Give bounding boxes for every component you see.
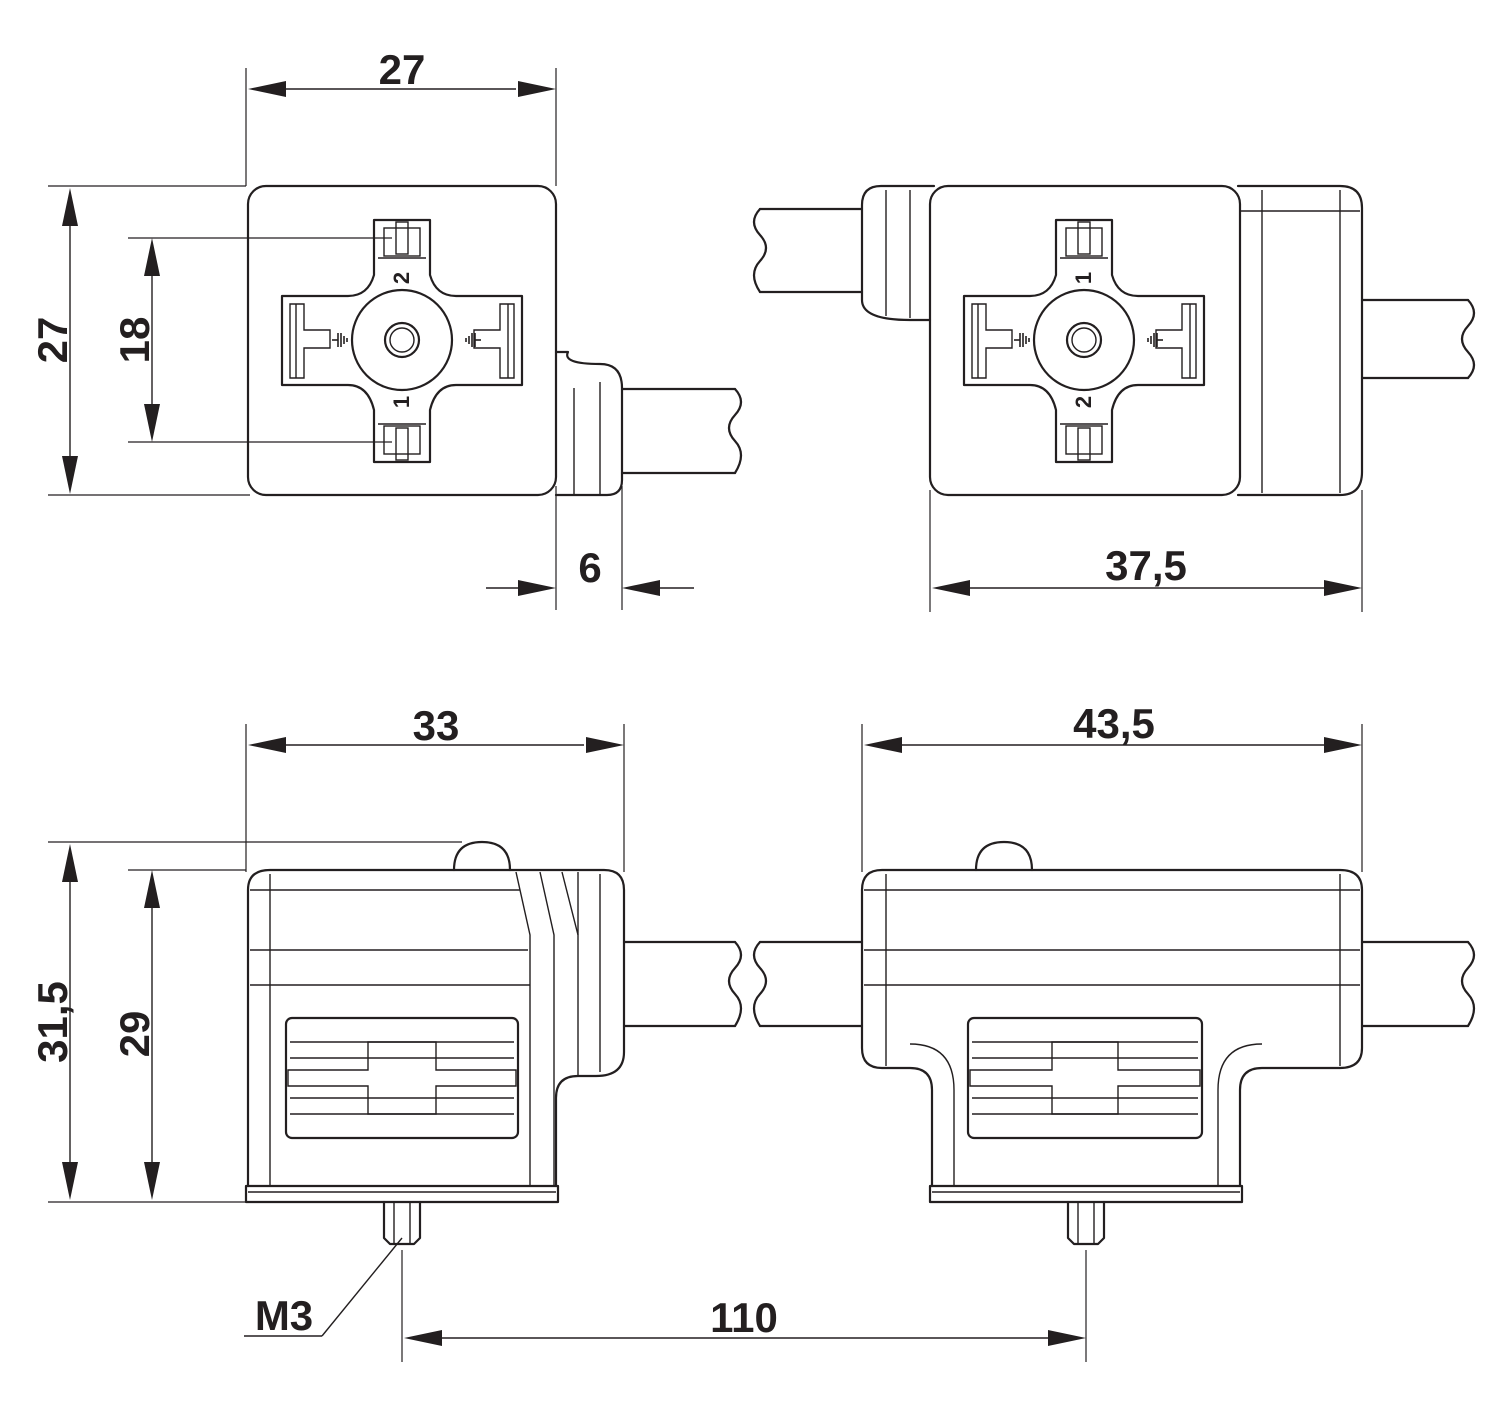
housing-outline [246, 868, 626, 1188]
pin-label-1: 1 [389, 396, 414, 408]
cable-gland [554, 350, 624, 497]
pin-label-2: 2 [389, 272, 414, 284]
dim-height-29: 29 [111, 1011, 158, 1058]
side-view-double: 43,5 [752, 700, 1476, 1246]
pin-label-1: 1 [1071, 272, 1096, 284]
dim-pin-span-18: 18 [111, 317, 158, 364]
housing-outline [860, 868, 1364, 1188]
dim-screw-spacing: 110 [401, 1250, 1087, 1362]
center-hole [1032, 288, 1136, 392]
base-plate [928, 1184, 1244, 1204]
dim-height-31-5: 31,5 [29, 981, 76, 1063]
dim-spacing-110: 110 [710, 1294, 778, 1341]
dim-height-27: 27 [29, 317, 76, 364]
connector-body-outline [246, 184, 558, 497]
pin-label-2: 2 [1071, 396, 1096, 408]
front-view-double: 1 2 37,5 [752, 184, 1476, 612]
left-cable-gland [860, 184, 936, 322]
thread-label-m3: M3 [255, 1292, 313, 1339]
m3-screw [382, 1200, 422, 1246]
dim-width-43-5: 43,5 [1073, 700, 1155, 747]
base-plate [244, 1184, 560, 1204]
contact-insert [280, 218, 524, 464]
connector-body-outline [928, 184, 1242, 497]
thread-leader [321, 1237, 403, 1337]
m3-screw [1066, 1200, 1106, 1246]
label-window [966, 1016, 1204, 1140]
dim-width-33: 33 [413, 702, 460, 749]
led-indicator [452, 840, 512, 872]
dim-width-37-5: 37,5 [1105, 542, 1187, 589]
side-view-single: 33 31,5 29 M3 [29, 702, 743, 1339]
led-indicator [974, 840, 1034, 872]
dim-offset-6: 6 [578, 544, 601, 591]
center-hole [350, 288, 454, 392]
label-window [284, 1016, 520, 1140]
dim-width-27: 27 [379, 46, 426, 93]
right-cable-gland [1236, 184, 1364, 497]
contact-insert [962, 218, 1206, 464]
front-view-single: 2 1 27 27 18 6 [29, 46, 743, 610]
